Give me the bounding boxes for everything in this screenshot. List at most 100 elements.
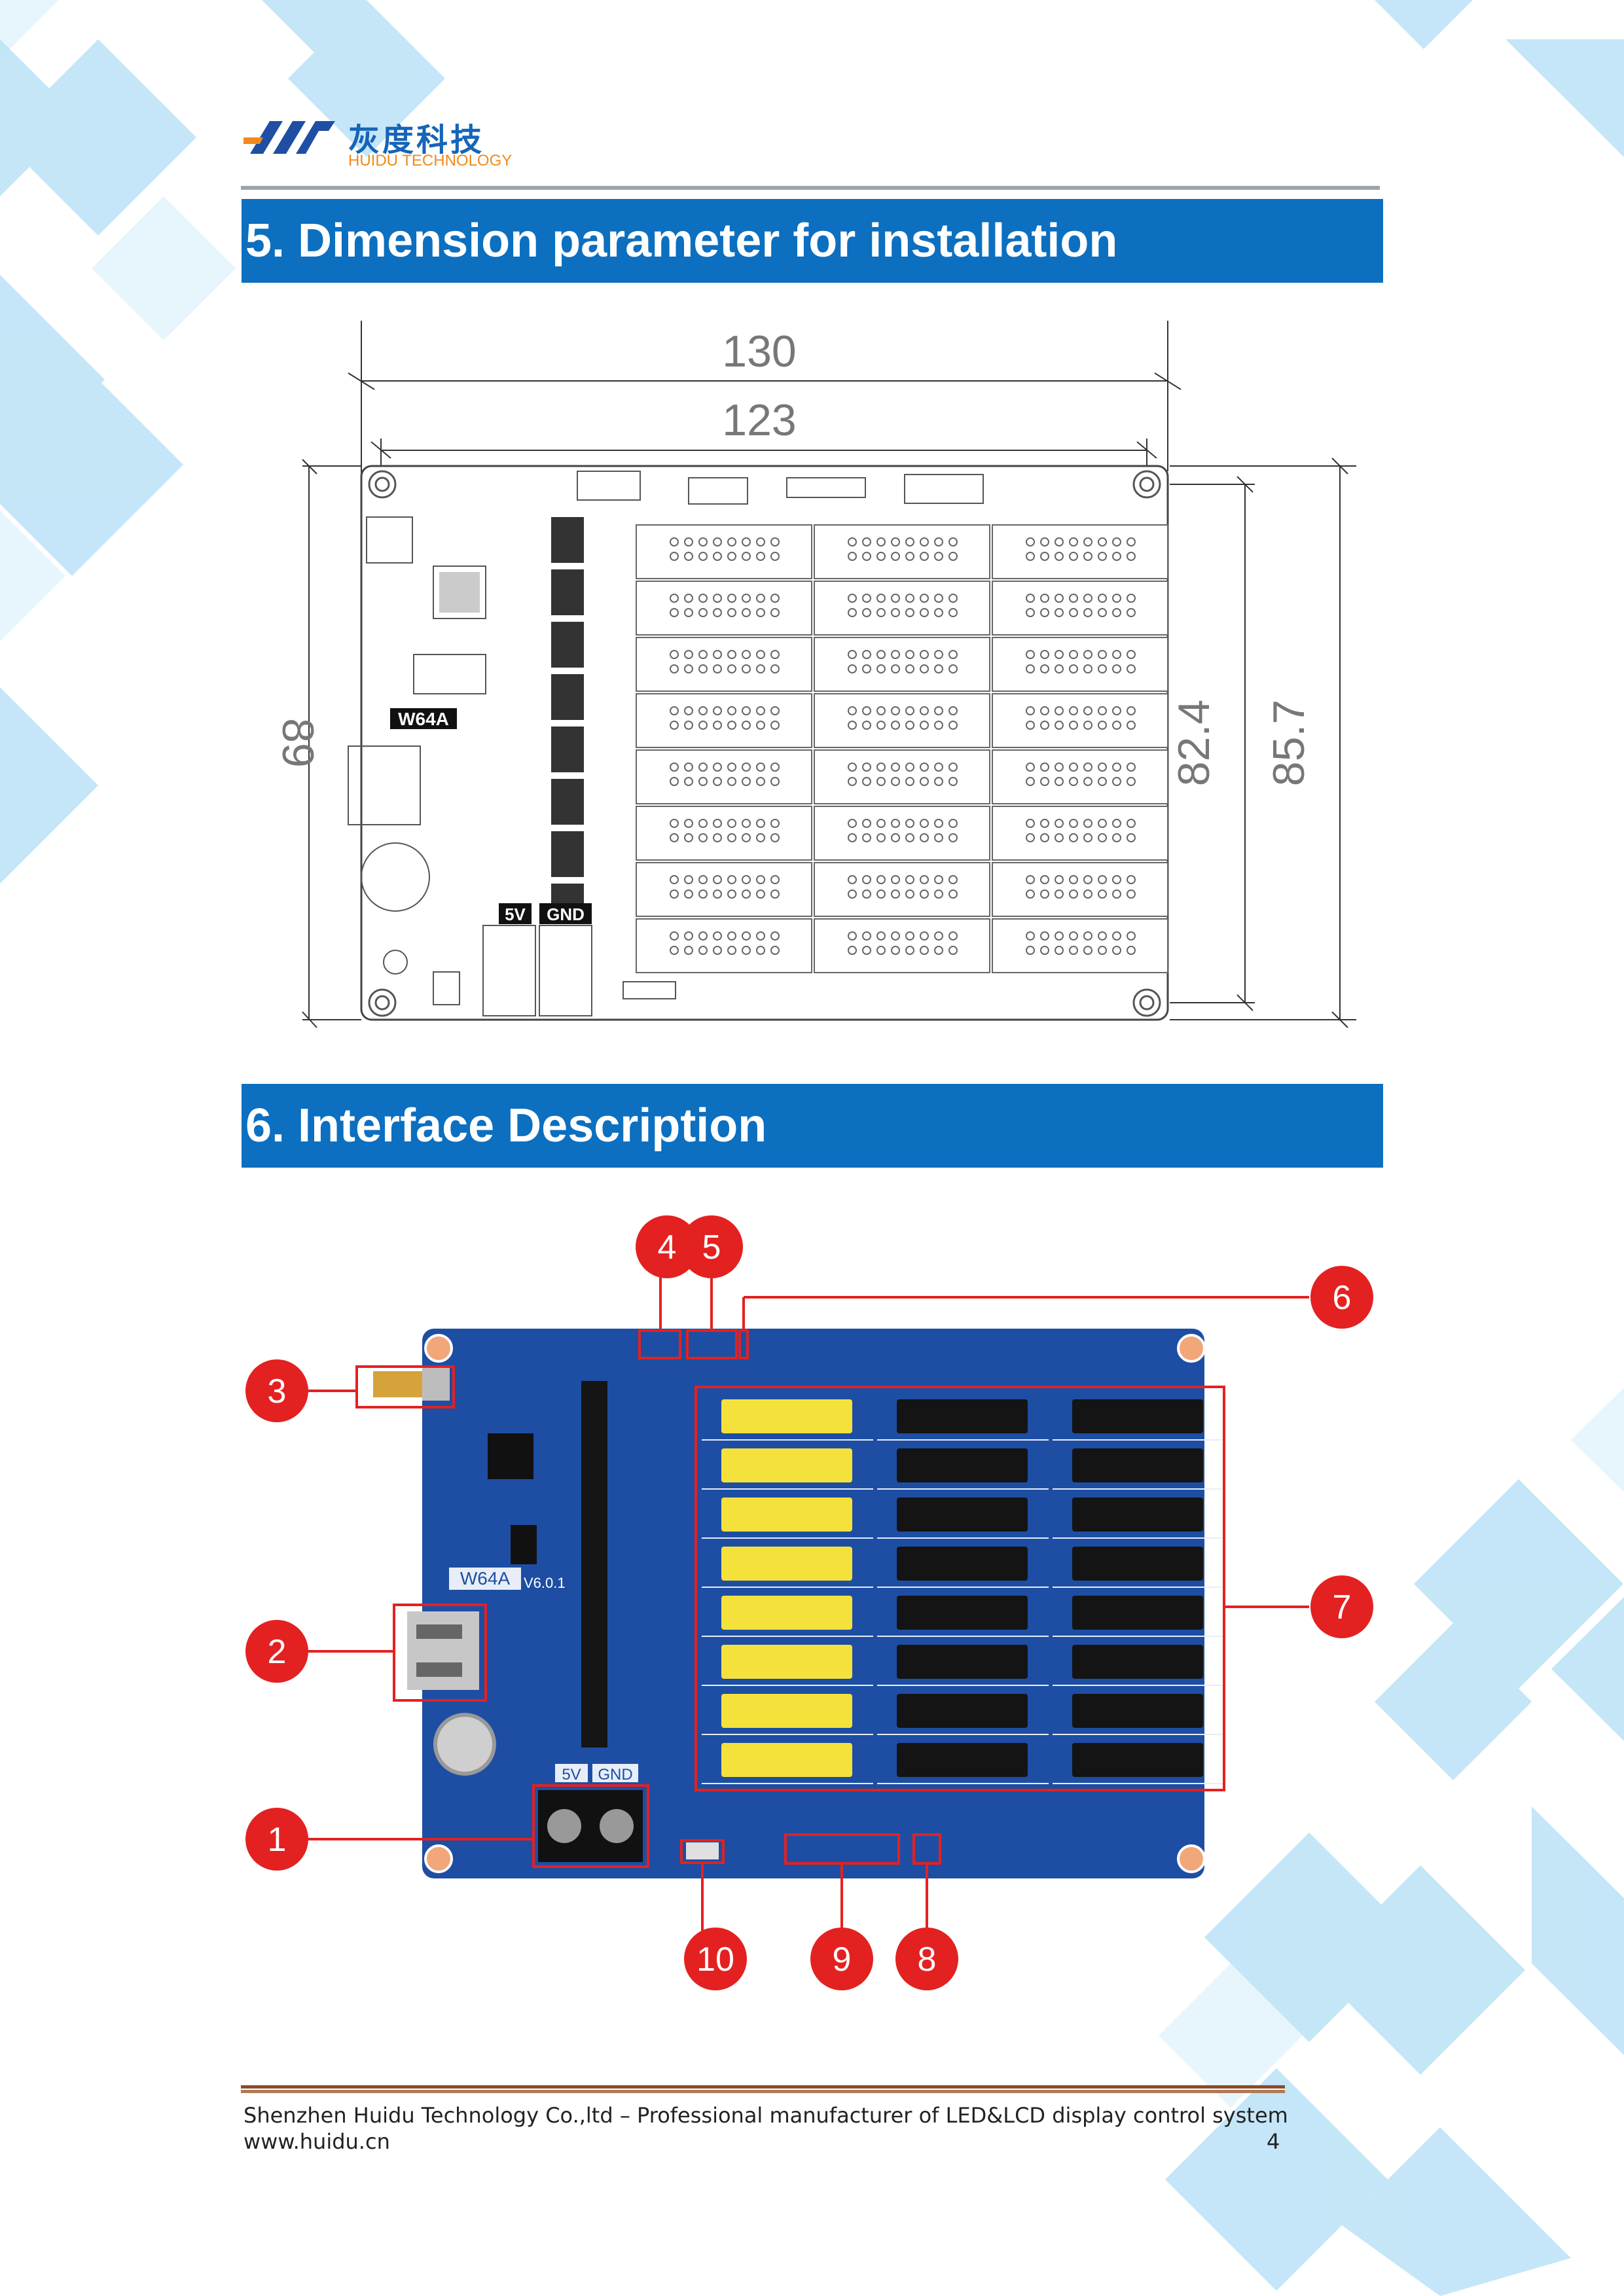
pin bbox=[920, 833, 929, 842]
antenna-connector bbox=[373, 1368, 450, 1401]
logo-english-text: HUIDU TECHNOLOGY bbox=[348, 152, 513, 170]
pin bbox=[770, 706, 780, 715]
pin bbox=[948, 594, 958, 603]
pin bbox=[1127, 889, 1136, 899]
pin bbox=[1083, 931, 1092, 941]
pin bbox=[1112, 833, 1121, 842]
pin bbox=[713, 664, 722, 673]
pin bbox=[934, 946, 943, 955]
pin bbox=[905, 537, 914, 547]
pin bbox=[948, 706, 958, 715]
callout-number: 8 bbox=[918, 1941, 937, 1979]
pin bbox=[948, 931, 958, 941]
pin bbox=[1127, 777, 1136, 786]
pin bbox=[1069, 721, 1078, 730]
pin bbox=[1112, 931, 1121, 941]
pin bbox=[862, 537, 871, 547]
pin bbox=[1026, 889, 1035, 899]
pin bbox=[698, 721, 708, 730]
buffer-ic-column-photo bbox=[581, 1381, 607, 1748]
pin bbox=[1026, 777, 1035, 786]
pin bbox=[862, 777, 871, 786]
pin bbox=[1026, 537, 1035, 547]
hub-connector-photo bbox=[721, 1694, 852, 1728]
pin bbox=[670, 721, 679, 730]
pin bbox=[1098, 552, 1107, 561]
callout-number: 7 bbox=[1333, 1588, 1352, 1626]
main-chip bbox=[488, 1433, 533, 1479]
pin bbox=[1026, 594, 1035, 603]
pin bbox=[727, 650, 736, 659]
pin bbox=[756, 552, 765, 561]
callout-circle bbox=[895, 1928, 958, 1990]
pin bbox=[891, 608, 900, 617]
pin bbox=[876, 762, 886, 772]
pin bbox=[670, 946, 679, 955]
pin bbox=[948, 833, 958, 842]
pin bbox=[1083, 875, 1092, 884]
pin bbox=[934, 608, 943, 617]
pin bbox=[756, 650, 765, 659]
pin bbox=[1127, 706, 1136, 715]
power-gnd-label-photo: GND bbox=[598, 1766, 632, 1784]
pin bbox=[770, 537, 780, 547]
pin bbox=[684, 664, 693, 673]
hub-connector-photo bbox=[721, 1645, 852, 1679]
pin bbox=[876, 931, 886, 941]
pin bbox=[756, 833, 765, 842]
pin bbox=[1026, 721, 1035, 730]
hub-connector-drawing bbox=[636, 918, 812, 973]
hub-connector-photo bbox=[897, 1399, 1028, 1433]
pin bbox=[1112, 762, 1121, 772]
dim-123-label: 123 bbox=[722, 395, 796, 445]
hub-connector-photo bbox=[897, 1547, 1028, 1581]
pin bbox=[727, 552, 736, 561]
pin bbox=[698, 552, 708, 561]
dim-82-4-label: 82.4 bbox=[1169, 700, 1219, 786]
pin bbox=[1040, 537, 1049, 547]
pin bbox=[891, 706, 900, 715]
pin bbox=[862, 664, 871, 673]
model-label-drawing: W64A bbox=[398, 709, 449, 729]
pin bbox=[1026, 819, 1035, 828]
power-5v-label-photo: 5V bbox=[562, 1766, 581, 1784]
callout-number: 5 bbox=[702, 1229, 721, 1266]
callout-circle bbox=[1310, 1575, 1373, 1638]
pin bbox=[848, 594, 857, 603]
pin bbox=[905, 819, 914, 828]
pin bbox=[1026, 664, 1035, 673]
pin bbox=[848, 931, 857, 941]
pin bbox=[1055, 819, 1064, 828]
callout-number: 1 bbox=[268, 1821, 287, 1859]
hub-connector-drawing bbox=[636, 524, 812, 579]
pin bbox=[1112, 819, 1121, 828]
usb-port bbox=[407, 1611, 479, 1690]
pin bbox=[727, 875, 736, 884]
pin bbox=[670, 931, 679, 941]
pin bbox=[1127, 650, 1136, 659]
pin bbox=[891, 819, 900, 828]
hub-connector-drawing bbox=[636, 637, 812, 692]
hub-connector-photo bbox=[721, 1498, 852, 1532]
pin bbox=[727, 608, 736, 617]
pin bbox=[1112, 875, 1121, 884]
pin bbox=[876, 833, 886, 842]
pin bbox=[876, 552, 886, 561]
pin bbox=[862, 594, 871, 603]
pin bbox=[756, 608, 765, 617]
pin bbox=[727, 819, 736, 828]
pin bbox=[756, 762, 765, 772]
pin bbox=[770, 819, 780, 828]
pin bbox=[1026, 931, 1035, 941]
pin bbox=[713, 875, 722, 884]
pin bbox=[891, 650, 900, 659]
pin bbox=[713, 537, 722, 547]
pin bbox=[920, 889, 929, 899]
pin bbox=[1026, 946, 1035, 955]
pin bbox=[1055, 875, 1064, 884]
pin bbox=[1112, 552, 1121, 561]
pin bbox=[948, 762, 958, 772]
pin bbox=[905, 833, 914, 842]
pin bbox=[1055, 833, 1064, 842]
pin bbox=[948, 608, 958, 617]
